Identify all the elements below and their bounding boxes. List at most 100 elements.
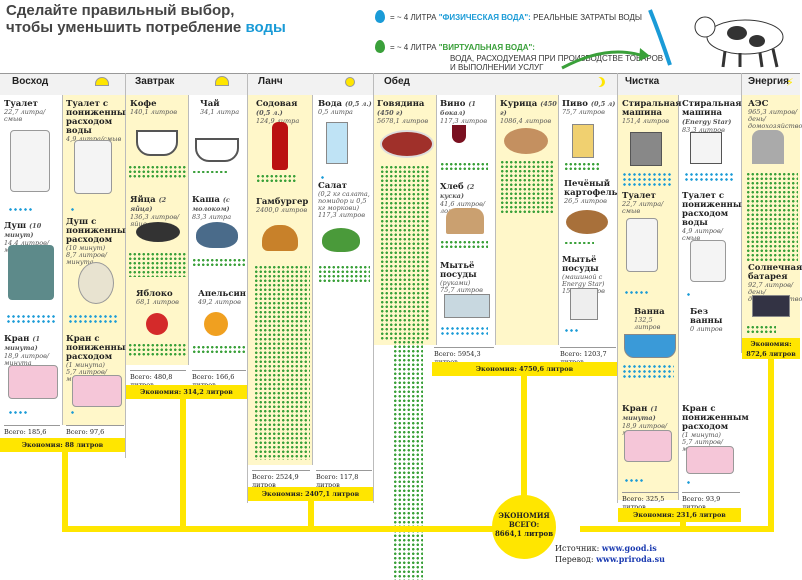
connector-line <box>62 452 68 532</box>
usage-dots <box>440 162 488 171</box>
sun-icon <box>95 77 109 86</box>
frying-pan-icon <box>136 222 180 242</box>
item-coffee: Кофе 140,1 литров <box>130 99 178 116</box>
connector-line <box>62 526 532 532</box>
source-credit: Источник: www.good.is Перевод: www.priro… <box>555 543 665 564</box>
item-beer: Пиво (0,5 л) 75,7 литров <box>562 99 616 116</box>
shower-icon <box>8 245 54 300</box>
item-faucet: Кран (1 минута) 18,9 литров/минута <box>4 334 50 367</box>
usage-dots <box>440 326 488 335</box>
sun-icon <box>215 76 229 86</box>
salad-bowl-icon <box>322 228 360 252</box>
usage-dots <box>440 240 488 249</box>
toilet-icon <box>10 130 50 192</box>
usage-dots <box>564 241 594 245</box>
potato-icon <box>566 210 608 234</box>
steak-icon <box>380 130 434 158</box>
page-title: Сделайте правильный выбор, чтобы уменьши… <box>6 2 286 36</box>
coffee-cup-icon <box>136 130 178 156</box>
title-water-word: воды <box>245 19 286 36</box>
section-title-obed: Обед <box>384 76 410 87</box>
usage-dots <box>393 340 423 580</box>
usage-dots <box>192 170 228 174</box>
item-porridge: Каша (с молоком) 83,3 литра <box>192 195 232 221</box>
cow-icon <box>648 9 784 68</box>
soda-bottle-icon <box>272 122 288 170</box>
usage-dots <box>686 480 692 484</box>
usage-dots <box>68 314 118 323</box>
orange-icon <box>204 312 228 336</box>
arrow-icon <box>561 48 650 70</box>
usage-dots <box>192 345 246 354</box>
connector-line <box>768 358 774 532</box>
item-wine: Вино (1 бокал) 117,3 литров <box>440 99 488 125</box>
item-handwash-dishes: Мытьё посуды (руками) 75,7 литров <box>440 261 483 294</box>
item-eggs: Яйца (2 яйца) 136,3 литров/яйцо <box>130 195 180 228</box>
economy-lanch: Экономия: 2407,1 литров <box>248 487 373 501</box>
item-lowflow-shower: Душ с пониженным расходом (10 минут) 8,7… <box>66 217 133 266</box>
chicken-icon <box>504 128 548 154</box>
total-a: Всего: 325,5 литров <box>622 492 678 511</box>
sink-icon <box>8 365 58 399</box>
toilet-icon <box>626 218 658 272</box>
washing-machine-icon <box>630 132 662 166</box>
item-nuclear-plant: АЭС 965,3 литров/день/домохозяйство <box>748 99 802 130</box>
tea-cup-icon <box>195 138 239 162</box>
item-lowflow-toilet: Туалет с пониженным расходом воды 4,9 ли… <box>66 99 133 143</box>
usage-dots <box>686 292 692 296</box>
total-a: Всего: 2524,9 литров <box>252 470 310 489</box>
economy-obed: Экономия: 4750,6 литров <box>432 362 617 376</box>
item-hamburger: Гамбургер 2400,0 литров <box>256 197 309 214</box>
item-apple: Яблоко 68,1 литров <box>136 289 179 306</box>
usage-dots <box>380 165 430 340</box>
section-title-zavtrak: Завтрак <box>135 76 175 87</box>
translation-link[interactable]: www.priroda.su <box>596 554 665 564</box>
water-glass-icon <box>326 122 348 164</box>
green-drop-icon <box>375 40 385 53</box>
usage-dots <box>564 328 580 332</box>
title-line-1: Сделайте правильный выбор, <box>6 2 235 19</box>
usage-dots <box>746 172 798 262</box>
sun-icon <box>345 77 355 87</box>
section-title-voskhod: Восход <box>12 76 49 87</box>
item-lowflow-toilet: Туалет с пониженным расходом воды 4,9 ли… <box>682 191 749 242</box>
shower-head-icon <box>78 262 114 304</box>
usage-dots <box>192 258 246 267</box>
usage-dots <box>8 410 28 414</box>
usage-dots <box>746 325 776 334</box>
nuclear-plant-icon <box>752 130 784 164</box>
bread-icon <box>446 208 484 234</box>
blue-drop-icon <box>375 10 385 23</box>
toilet-icon <box>690 240 726 282</box>
apple-icon <box>146 313 168 335</box>
sink-icon <box>624 430 672 462</box>
usage-dots <box>624 478 644 482</box>
section-title-chistka: Чистка <box>625 76 660 87</box>
usage-dots <box>318 265 370 283</box>
item-salad: Салат (0,2 кг салата, помидор и 0,5 кг м… <box>318 181 370 219</box>
connector-line <box>180 399 186 532</box>
item-tea: Чай 34,1 литра <box>200 99 240 116</box>
economy-voskhod: Экономия: 88 литров <box>0 438 125 452</box>
lightning-icon: ⚡ <box>786 76 794 89</box>
item-soda: Содовая (0,5 л.) 124,9 литра <box>256 99 300 125</box>
economy-energiya: Экономия: 872,6 литров <box>742 338 800 359</box>
item-water: Вода (0,5 л.) 0,5 литра <box>318 99 372 116</box>
usage-dots <box>622 172 672 186</box>
wine-glass-icon <box>452 125 466 143</box>
usage-dots <box>684 172 734 181</box>
usage-dots <box>256 174 296 183</box>
washing-machine-icon <box>690 132 722 164</box>
section-title-lanch: Ланч <box>258 76 283 87</box>
usage-dots <box>622 364 674 378</box>
item-baked-potato: Печёный картофель 26,5 литров <box>564 179 618 205</box>
economy-chistka: Экономия: 231,6 литров <box>618 508 741 522</box>
usage-dots <box>564 162 600 171</box>
section-title-energiya: Энергия <box>748 76 789 87</box>
source-link[interactable]: www.good.is <box>601 543 657 553</box>
usage-dots <box>128 343 186 356</box>
legend-virtual: = ~ 4 ЛИТРА "ВИРТУАЛЬНАЯ ВОДА": <box>390 43 535 52</box>
connector-line <box>308 501 314 532</box>
usage-dots <box>624 290 650 294</box>
bathtub-icon <box>624 334 676 358</box>
